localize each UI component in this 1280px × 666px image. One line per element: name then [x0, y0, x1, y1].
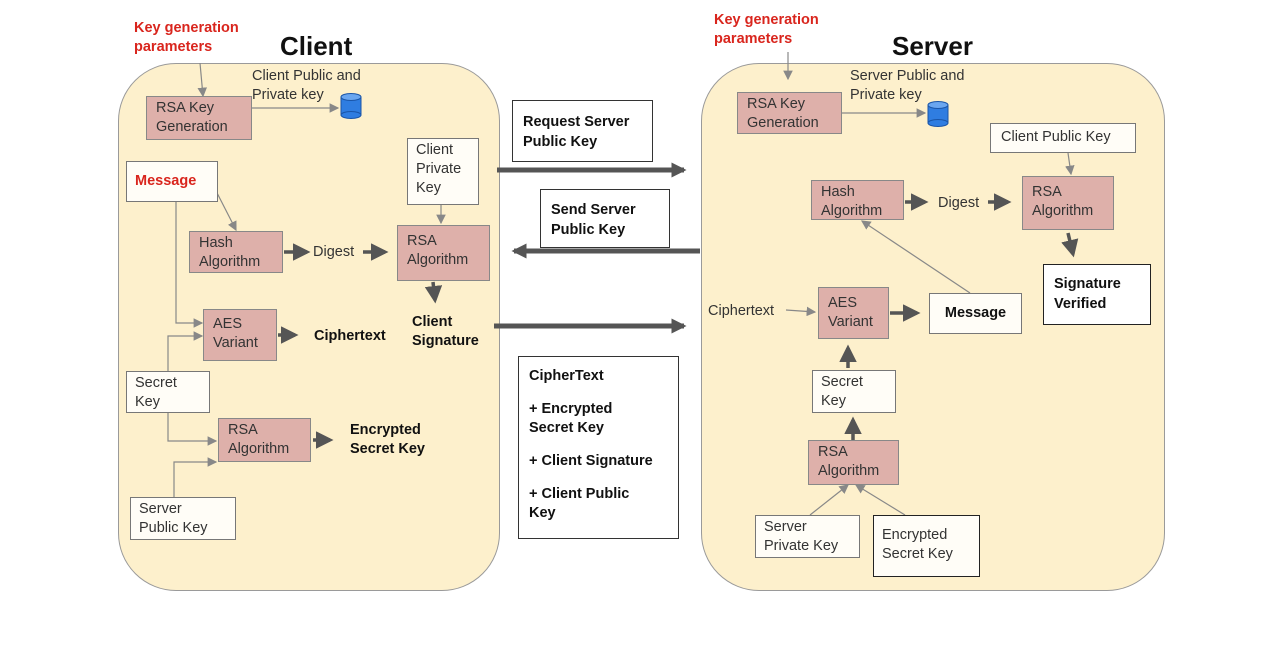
database-icon	[927, 101, 949, 127]
client-encrypted-secret-key: Encrypted Secret Key	[350, 422, 425, 457]
payload-encrypted-secret-key: + Encrypted Secret Key	[529, 401, 613, 436]
server-message: Message	[929, 293, 1022, 334]
server-private-key: Server Private Key	[755, 515, 860, 558]
server-secret-key: Secret Key	[812, 370, 896, 413]
server-hash-algorithm: Hash Algorithm	[811, 180, 904, 220]
server-rsa-verify-algorithm: RSA Algorithm	[1022, 176, 1114, 230]
payload-client-public-key: + Client Public Key	[529, 486, 630, 521]
client-rsa-encrypt-algorithm: RSA Algorithm	[218, 418, 311, 462]
server-title: Server	[892, 31, 973, 61]
payload-box: CipherText + Encrypted Secret Key + Clie…	[518, 356, 679, 539]
client-message: Message	[126, 161, 218, 202]
client-title: Client	[280, 31, 353, 61]
client-private-key: Client Private Key	[407, 138, 479, 205]
database-icon	[340, 93, 362, 119]
server-ciphertext: Ciphertext	[708, 303, 775, 319]
client-rsa-sign-algorithm: RSA Algorithm	[397, 225, 490, 281]
server-keypair-label: Server Public and Private key	[850, 68, 965, 103]
server-digest: Digest	[938, 195, 980, 211]
client-rsa-key-generation: RSA Key Generation	[146, 96, 252, 140]
server-aes-variant: AES Variant	[818, 287, 889, 339]
payload-ciphertext: CipherText	[529, 368, 604, 384]
client-server-public-key: Server Public Key	[130, 497, 236, 540]
payload-client-signature: + Client Signature	[529, 453, 653, 469]
server-rsa-key-generation: RSA Key Generation	[737, 92, 842, 134]
server-keygen-parameters: Key generation parameters	[714, 12, 819, 47]
client-ciphertext: Ciphertext	[314, 328, 386, 344]
server-client-public-key: Client Public Key	[990, 123, 1136, 153]
client-keypair-label: Client Public and Private key	[252, 68, 361, 103]
client-hash-algorithm: Hash Algorithm	[189, 231, 283, 273]
client-aes-variant: AES Variant	[203, 309, 277, 361]
client-signature: Client Signature	[412, 314, 479, 349]
server-encrypted-secret-key: Encrypted Secret Key	[873, 515, 980, 577]
client-secret-key: Secret Key	[126, 371, 210, 413]
client-digest: Digest	[313, 244, 355, 260]
server-rsa-decrypt-algorithm: RSA Algorithm	[808, 440, 899, 485]
client-keygen-parameters: Key generation parameters	[134, 20, 239, 55]
request-server-public-key-box: Request Server Public Key	[512, 100, 653, 162]
send-server-public-key-box: Send Server Public Key	[540, 189, 670, 248]
server-signature-verified: Signature Verified	[1043, 264, 1151, 325]
